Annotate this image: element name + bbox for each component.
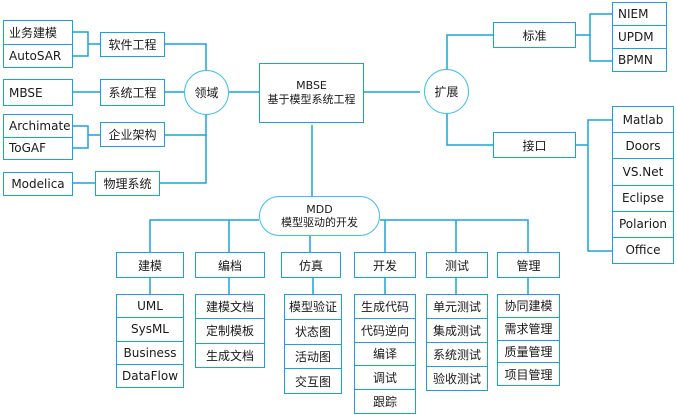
list-item[interactable]: 项目管理 <box>498 362 559 385</box>
list-item[interactable]: AutoSAR <box>4 43 72 68</box>
connector-line <box>149 219 259 252</box>
list-item[interactable]: BPMN <box>613 48 666 71</box>
list-item[interactable]: 调试 <box>355 365 415 389</box>
list-item[interactable]: Eclipse <box>613 184 673 211</box>
node-mbse-item[interactable]: MBSE <box>3 79 73 106</box>
connector-line <box>165 43 207 72</box>
list-item[interactable]: 业务建模 <box>9 25 58 40</box>
list-item[interactable]: NIEM <box>618 7 649 21</box>
root-title: MBSE <box>296 79 327 92</box>
node-modelica[interactable]: Modelica <box>3 172 73 196</box>
root-subtitle: 基于模型系统工程 <box>267 93 356 106</box>
category-simulation[interactable]: 仿真 <box>281 252 341 278</box>
node-interface[interactable]: 接口 <box>493 132 576 158</box>
interface-list: Matlab Doors VS.Net Eclipse Polarion Off… <box>612 106 674 264</box>
list-item[interactable]: 需求管理 <box>498 316 559 340</box>
connector-line <box>73 135 207 184</box>
list-item[interactable]: Polarion <box>613 210 673 237</box>
list-item[interactable]: 编译 <box>355 341 415 366</box>
connector-line <box>446 112 493 146</box>
software-items-list: 业务建模 AutoSAR <box>3 20 73 68</box>
category-documentation[interactable]: 编档 <box>195 252 265 278</box>
list-item[interactable]: 协同建模 <box>504 299 553 314</box>
list-item[interactable]: 单元测试 <box>432 300 481 314</box>
list-item[interactable]: Doors <box>613 132 673 158</box>
list-item[interactable]: 跟踪 <box>355 389 415 413</box>
connector-line <box>446 34 493 72</box>
list-item[interactable]: 活动图 <box>285 343 341 369</box>
list-item[interactable]: UML <box>137 299 163 314</box>
list-item[interactable]: 验收测试 <box>427 366 487 390</box>
mdd-title: MDD <box>306 203 333 216</box>
node-enterprise-architecture[interactable]: 企业架构 <box>100 122 165 147</box>
mdd-subtitle: 模型驱动的开发 <box>281 216 358 229</box>
list-item[interactable]: 模型验证 <box>288 300 337 315</box>
list-item[interactable]: Archimate <box>9 118 71 133</box>
connector-line <box>576 13 612 62</box>
node-software-engineering[interactable]: 软件工程 <box>100 32 165 57</box>
standards-list: NIEM UPDM BPMN <box>612 2 667 72</box>
node-standards[interactable]: 标准 <box>493 22 576 48</box>
enterprise-items-list: Archimate ToGAF <box>3 114 73 160</box>
connector-line <box>380 219 529 252</box>
list-item[interactable]: 系统测试 <box>427 342 487 366</box>
list-item[interactable]: Matlab <box>622 112 664 127</box>
category-management[interactable]: 管理 <box>497 252 560 278</box>
connector-line <box>576 119 612 252</box>
node-extension[interactable]: 扩展 <box>424 69 469 114</box>
list-item[interactable]: SysML <box>117 317 183 340</box>
list-item[interactable]: VS.Net <box>613 158 673 184</box>
simulation-items-list: 模型验证 状态图 活动图 交互图 <box>284 294 342 394</box>
list-item[interactable]: 建模文档 <box>205 300 254 315</box>
modeling-items-list: UML SysML Business DataFlow <box>116 294 184 388</box>
list-item[interactable]: 状态图 <box>285 318 341 344</box>
list-item[interactable]: UPDM <box>613 25 666 48</box>
category-development[interactable]: 开发 <box>354 252 416 278</box>
list-item[interactable]: Business <box>117 340 183 364</box>
development-items-list: 生成代码 代码逆向 编译 调试 跟踪 <box>354 294 416 414</box>
category-testing[interactable]: 测试 <box>426 252 488 278</box>
list-item[interactable]: 质量管理 <box>498 339 559 363</box>
testing-items-list: 单元测试 集成测试 系统测试 验收测试 <box>426 294 488 391</box>
connector-line <box>73 125 100 149</box>
node-physical-systems[interactable]: 物理系统 <box>95 171 160 196</box>
list-item[interactable]: 生成代码 <box>360 299 409 314</box>
connector-line <box>165 112 207 136</box>
list-item[interactable]: 生成文档 <box>196 342 264 367</box>
list-item[interactable]: Office <box>613 236 673 263</box>
list-item[interactable]: 代码逆向 <box>355 317 415 342</box>
list-item[interactable]: 交互图 <box>285 368 341 393</box>
list-item[interactable]: DataFlow <box>117 363 183 387</box>
node-mdd[interactable]: MDD 模型驱动的开发 <box>259 196 380 236</box>
node-systems-engineering[interactable]: 系统工程 <box>100 79 165 106</box>
node-domain[interactable]: 领域 <box>184 70 229 115</box>
connector-line <box>73 31 100 57</box>
list-item[interactable]: 定制模板 <box>196 318 264 342</box>
management-items-list: 协同建模 需求管理 质量管理 项目管理 <box>497 294 560 386</box>
list-item[interactable]: 集成测试 <box>427 318 487 342</box>
node-mbse-root[interactable]: MBSE 基于模型系统工程 <box>259 63 364 123</box>
documentation-items-list: 建模文档 定制模板 生成文档 <box>195 294 265 368</box>
category-modeling[interactable]: 建模 <box>116 252 184 278</box>
list-item[interactable]: ToGAF <box>4 136 72 160</box>
